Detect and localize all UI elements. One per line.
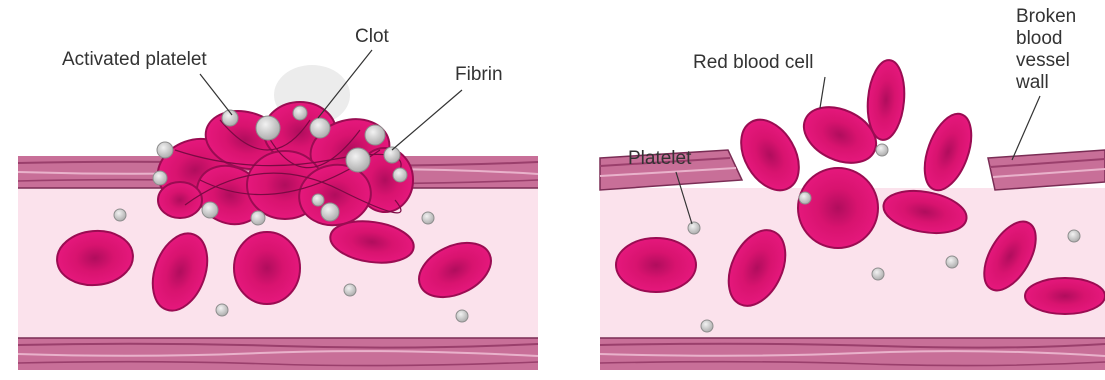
label-fibrin: Fibrin: [392, 64, 503, 150]
svg-text:wall: wall: [1015, 72, 1049, 93]
svg-text:Platelet: Platelet: [628, 148, 692, 169]
lower-vessel-wall-right: [600, 338, 1105, 370]
svg-text:Fibrin: Fibrin: [455, 64, 503, 85]
label-red-blood-cell: Red blood cell: [693, 52, 825, 108]
broken-vessel-panel: Red blood cell Platelet Broken blood ves…: [600, 6, 1105, 370]
svg-text:Red blood cell: Red blood cell: [693, 52, 813, 73]
svg-text:Activated platelet: Activated platelet: [62, 49, 207, 70]
clot: [149, 65, 413, 235]
svg-text:vessel: vessel: [1016, 50, 1070, 71]
svg-text:Clot: Clot: [355, 26, 390, 47]
label-broken-blood-vessel-wall: Broken blood vessel wall: [1012, 6, 1076, 160]
svg-text:blood: blood: [1016, 28, 1063, 49]
broken-upper-wall-right: [988, 150, 1105, 190]
lower-vessel-wall: [18, 338, 538, 370]
svg-text:Broken: Broken: [1016, 6, 1076, 27]
intact-vessel-panel: Activated platelet Clot Fibrin: [18, 26, 538, 370]
label-activated-platelet: Activated platelet: [62, 49, 232, 115]
